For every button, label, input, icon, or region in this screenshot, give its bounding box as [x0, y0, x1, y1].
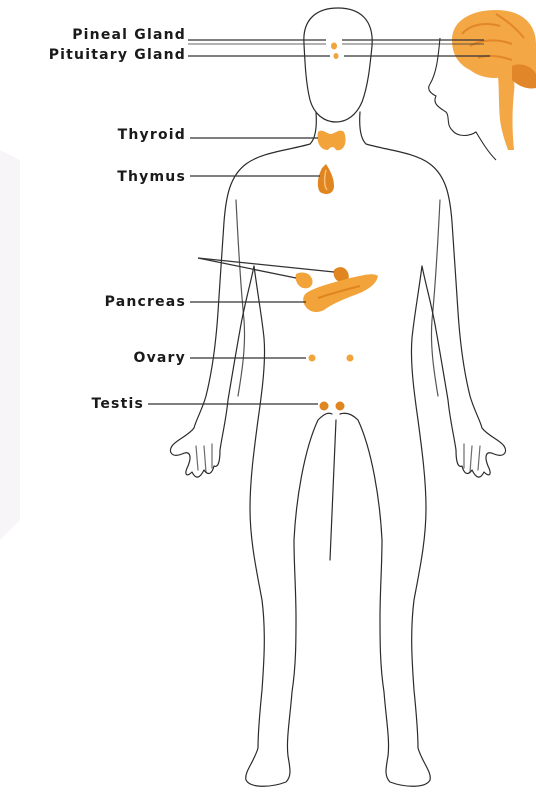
label-thymus: Thymus — [0, 169, 186, 185]
pituitary-gland-mark — [334, 53, 339, 59]
left-fingers — [196, 444, 212, 472]
leader-adrenal-right — [198, 258, 334, 272]
left-side-outline — [170, 112, 332, 786]
left-inner-arm — [236, 200, 245, 396]
ovary-left-mark — [309, 355, 316, 362]
label-pituitary-gland: Pituitary Gland — [0, 47, 186, 63]
brainstem — [496, 60, 514, 150]
leg-split — [330, 420, 336, 560]
adrenal-left — [296, 273, 313, 289]
pineal-gland-mark — [331, 43, 337, 50]
label-ovary: Ovary — [0, 350, 186, 366]
right-side-outline — [340, 112, 506, 786]
right-inner-arm — [431, 200, 440, 396]
background-shade — [0, 150, 20, 540]
label-testis: Testis — [0, 396, 144, 412]
body-outline — [170, 8, 505, 786]
leader-adrenal-left — [198, 258, 296, 278]
thyroid-gland — [317, 131, 345, 151]
right-fingers — [464, 444, 480, 472]
label-pancreas: Pancreas — [0, 294, 186, 310]
ovary-right-mark — [347, 355, 354, 362]
head-outline — [304, 8, 372, 122]
label-thyroid: Thyroid — [0, 127, 186, 143]
label-pineal-gland: Pineal Gland — [0, 27, 186, 43]
brain-inset — [429, 10, 536, 160]
testis-left-mark — [320, 402, 329, 411]
testis-right-mark — [336, 402, 345, 411]
